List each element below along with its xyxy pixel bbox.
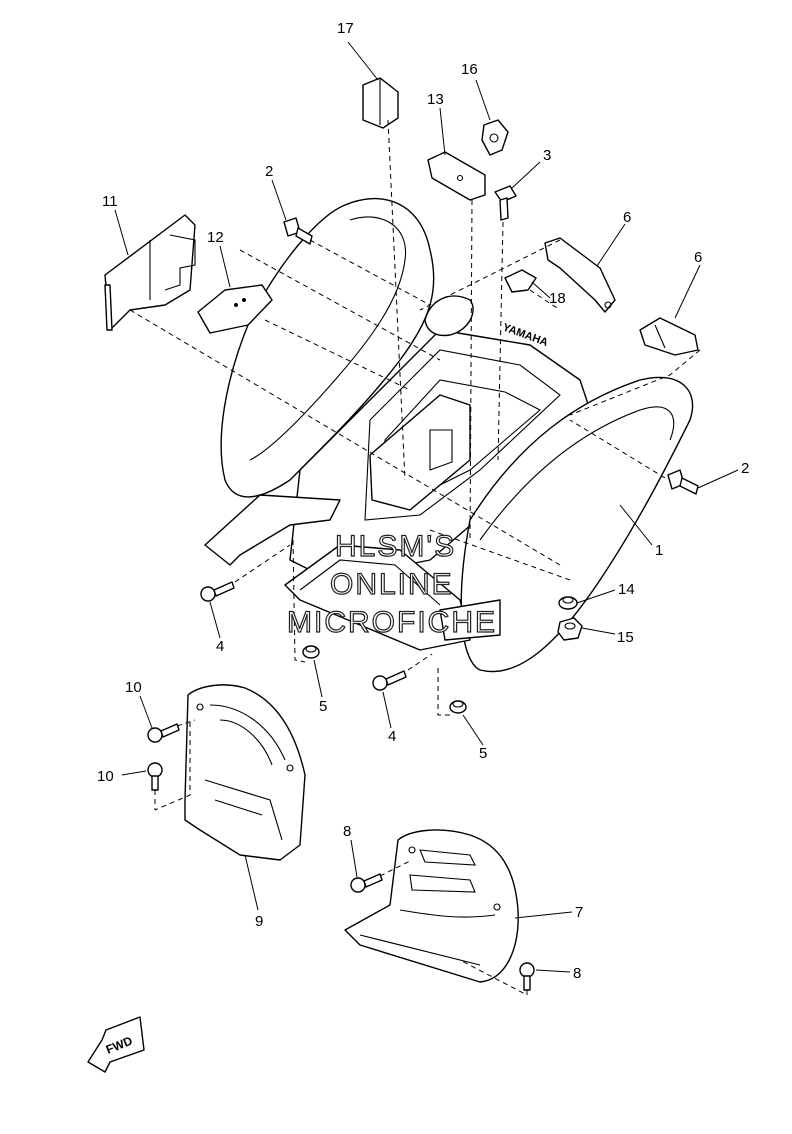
callout-2: 2 (265, 163, 273, 180)
callout-11: 11 (102, 193, 118, 210)
part-5-grommet-left (302, 645, 320, 659)
assembly-lines (129, 119, 701, 996)
fwd-arrow: FWD (87, 1016, 145, 1073)
callout-3: 3 (543, 147, 551, 164)
part-10-screw-upper (147, 723, 180, 743)
part-2-bolt-upper (283, 217, 313, 245)
part-6-bracket-lower (639, 317, 699, 356)
part-2-bolt-right (667, 469, 699, 495)
watermark-line-3: MICROFICHE (287, 606, 497, 639)
callout-17: 17 (337, 20, 354, 37)
callout-13: 13 (427, 91, 444, 108)
part-9-mud-guard (184, 684, 306, 861)
part-8-screw-left (350, 873, 383, 893)
watermark-line-2: ONLINE (330, 568, 454, 601)
part-4-screw-left (200, 581, 235, 602)
callout-6: 6 (694, 249, 702, 266)
callout-18: 18 (549, 290, 566, 307)
callout-6: 6 (623, 209, 631, 226)
part-5-grommet-right (449, 700, 467, 714)
callout-4: 4 (216, 638, 224, 655)
part-17-cover (362, 77, 399, 129)
watermark: HLSM'S ONLINE MICROFICHE (286, 529, 497, 639)
callout-12: 12 (207, 229, 224, 246)
callout-8: 8 (573, 965, 581, 982)
callout-5: 5 (479, 745, 487, 762)
callout-10: 10 (97, 768, 114, 785)
part-18-grommet (504, 269, 537, 293)
part-11-bracket (104, 214, 196, 331)
part-15-nut (557, 617, 583, 641)
callout-8: 8 (343, 823, 351, 840)
callout-5: 5 (319, 698, 327, 715)
callout-labels: 1 2 2 3 4 4 5 5 6 6 7 8 8 9 10 10 11 12 … (97, 20, 749, 982)
part-7-mud-guard (344, 829, 519, 983)
part-13-plate (427, 151, 486, 201)
part-12-pad (197, 284, 273, 334)
callout-4: 4 (388, 728, 396, 745)
part-6-bracket-upper (544, 237, 616, 313)
part-8-screw-right (519, 962, 535, 991)
callout-1: 1 (655, 542, 663, 559)
callout-2: 2 (741, 460, 749, 477)
part-4-screw-center (372, 670, 407, 691)
callout-14: 14 (618, 581, 635, 598)
callout-7: 7 (575, 904, 583, 921)
callout-10: 10 (125, 679, 142, 696)
callout-9: 9 (255, 913, 263, 930)
callout-15: 15 (617, 629, 634, 646)
part-3-bolt (494, 185, 517, 221)
leader-lines (114, 41, 739, 973)
part-10-screw-lower (147, 762, 163, 791)
callout-16: 16 (461, 61, 478, 78)
part-16-clip (481, 119, 509, 156)
part-14-collar (558, 596, 578, 610)
watermark-line-1: HLSM'S (335, 530, 456, 563)
rear-fender: YAMAHA (204, 197, 694, 673)
